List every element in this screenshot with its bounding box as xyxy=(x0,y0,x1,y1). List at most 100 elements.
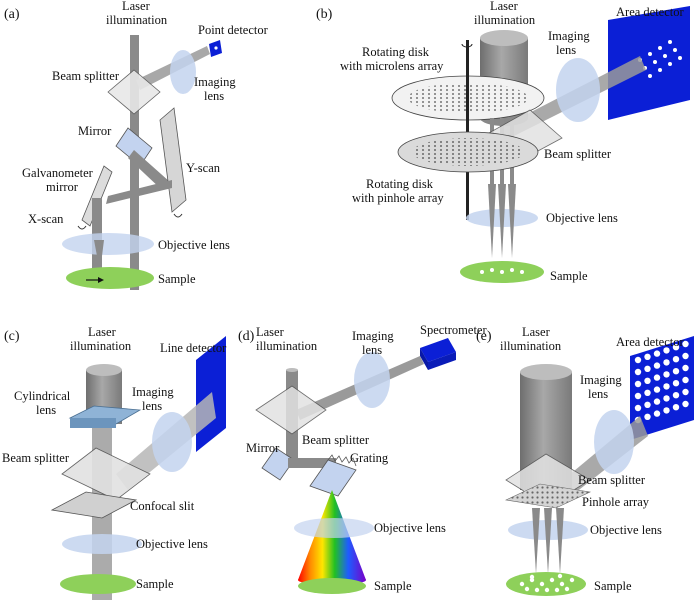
cyl-lens-label-1: Cylindrical xyxy=(14,389,71,403)
beam-splitter-label-b: Beam splitter xyxy=(544,147,612,161)
detector-pixel xyxy=(682,400,689,408)
imaging-lens-label-c-2: lens xyxy=(142,399,162,413)
imaging-lens-label-e-2: lens xyxy=(588,387,608,401)
area-detector-label-e: Area detector xyxy=(616,335,685,349)
detector-pixel xyxy=(634,392,642,400)
spectrometer-label: Spectrometer xyxy=(420,323,487,337)
scan-beam-x xyxy=(106,180,172,204)
mirror-label-d: Mirror xyxy=(246,441,280,455)
panel-d: (d) Laser illumination Imaging lens Spec… xyxy=(238,323,487,594)
objective-label-d: Objective lens xyxy=(374,521,446,535)
detector-pixel xyxy=(644,401,651,408)
detector-pixel xyxy=(634,380,642,388)
detector-pixel xyxy=(672,344,680,351)
spectrometer-box xyxy=(420,338,456,362)
detector-pixel xyxy=(644,365,651,372)
disk1-label-2: with microlens array xyxy=(340,59,444,73)
pinhole-array xyxy=(504,483,592,509)
imaging-lens-b xyxy=(556,58,600,122)
objective-label-b: Objective lens xyxy=(546,211,618,225)
beam-splitter-label-a: Beam splitter xyxy=(52,69,120,83)
imaging-lens-label-d-1: Imaging xyxy=(352,329,394,343)
x-scan-mirror xyxy=(81,165,113,227)
panel-e: (e) Laser illumination Area de xyxy=(476,325,694,596)
imaging-lens-c xyxy=(152,412,192,472)
pinhole-array-label: Pinhole array xyxy=(582,495,650,509)
beam-splitter-label-c: Beam splitter xyxy=(2,451,70,465)
disk2-label-2: with pinhole array xyxy=(352,191,444,205)
objective-lens-c xyxy=(62,534,142,554)
objective-lens-d xyxy=(294,518,374,538)
detector-pixel xyxy=(663,359,670,366)
sample-a xyxy=(66,267,154,289)
panel-a: (a) Laser illuminatio xyxy=(4,0,269,290)
point-detector-label: Point detector xyxy=(198,23,269,37)
detector-pixel xyxy=(672,392,680,399)
laser-label-d-2: illumination xyxy=(256,339,318,353)
detector-pixel-grid xyxy=(634,340,689,424)
sample-d xyxy=(298,578,366,594)
laser-label-e-2: illumination xyxy=(500,339,562,353)
sample-label-c: Sample xyxy=(136,577,174,591)
sample-e xyxy=(506,572,586,596)
imaging-lens-label-a-1: Imaging xyxy=(194,75,236,89)
imaging-lens-label-b-1: Imaging xyxy=(548,29,590,43)
laser-label-d-1: Laser xyxy=(256,325,285,339)
laser-label-e-1: Laser xyxy=(522,325,551,339)
beam-splitter-d xyxy=(255,385,327,435)
laser-label-b-1: Laser xyxy=(490,0,519,13)
objective-label-c: Objective lens xyxy=(136,537,208,551)
panel-b: (b) xyxy=(316,0,690,283)
y-scan-mirror xyxy=(159,107,187,213)
detector-pixel xyxy=(663,371,670,378)
mirror-label-a: Mirror xyxy=(78,124,112,138)
detector-pixel xyxy=(644,377,651,384)
laser-label-a-1: Laser xyxy=(122,0,151,13)
imaging-lens-e xyxy=(594,410,634,474)
panel-c-tag: (c) xyxy=(4,329,20,344)
detector-pixel xyxy=(644,353,651,360)
detector-pixel xyxy=(672,356,680,363)
detector-pixel xyxy=(653,350,661,357)
objective-lens-a xyxy=(62,233,154,255)
grating xyxy=(309,459,357,497)
area-detector-b xyxy=(608,6,690,120)
detector-pixel xyxy=(682,388,689,396)
detector-pixel xyxy=(653,410,661,417)
panel-e-tag: (e) xyxy=(476,329,492,344)
imaging-lens-label-e-1: Imaging xyxy=(580,373,622,387)
imaging-lens-label-c-1: Imaging xyxy=(132,385,174,399)
sample-label-a: Sample xyxy=(158,272,196,286)
x-scan-label: X-scan xyxy=(28,212,64,226)
detector-pixel xyxy=(682,352,689,360)
panel-d-tag: (d) xyxy=(238,329,255,344)
detector-pixel xyxy=(672,404,680,411)
sample-label-b: Sample xyxy=(550,269,588,283)
sample-label-e: Sample xyxy=(594,579,632,593)
galvo-label-2: mirror xyxy=(46,180,79,194)
detector-pixel xyxy=(672,380,680,387)
panel-a-tag: (a) xyxy=(4,7,20,22)
detector-pixel xyxy=(682,376,689,384)
laser-label-c-1: Laser xyxy=(88,325,117,339)
objective-label-e: Objective lens xyxy=(590,523,662,537)
imaging-lens-d xyxy=(354,352,390,408)
imaging-lens-a xyxy=(170,50,196,94)
scan-beam-y xyxy=(128,150,170,190)
detector-pixel xyxy=(672,368,680,375)
grating-label: Grating xyxy=(350,451,389,465)
area-detector-label-b: Area detector xyxy=(616,5,685,19)
line-detector-label: Line detector xyxy=(160,341,227,355)
detector-pixel xyxy=(682,340,689,348)
detector-pixel xyxy=(634,368,642,376)
detector-pixel xyxy=(663,347,670,354)
imaging-lens-label-b-2: lens xyxy=(556,43,576,57)
detector-pixel xyxy=(653,362,661,369)
detector-pixel xyxy=(653,398,661,405)
panel-c: (c) Laser illumination Line detector Cyl… xyxy=(2,325,227,600)
laser-label-c-2: illumination xyxy=(70,339,132,353)
detector-pixel xyxy=(663,383,670,390)
beam-splitter-label-e: Beam splitter xyxy=(578,473,646,487)
sample-label-d: Sample xyxy=(374,579,412,593)
y-scan-label: Y-scan xyxy=(186,161,221,175)
